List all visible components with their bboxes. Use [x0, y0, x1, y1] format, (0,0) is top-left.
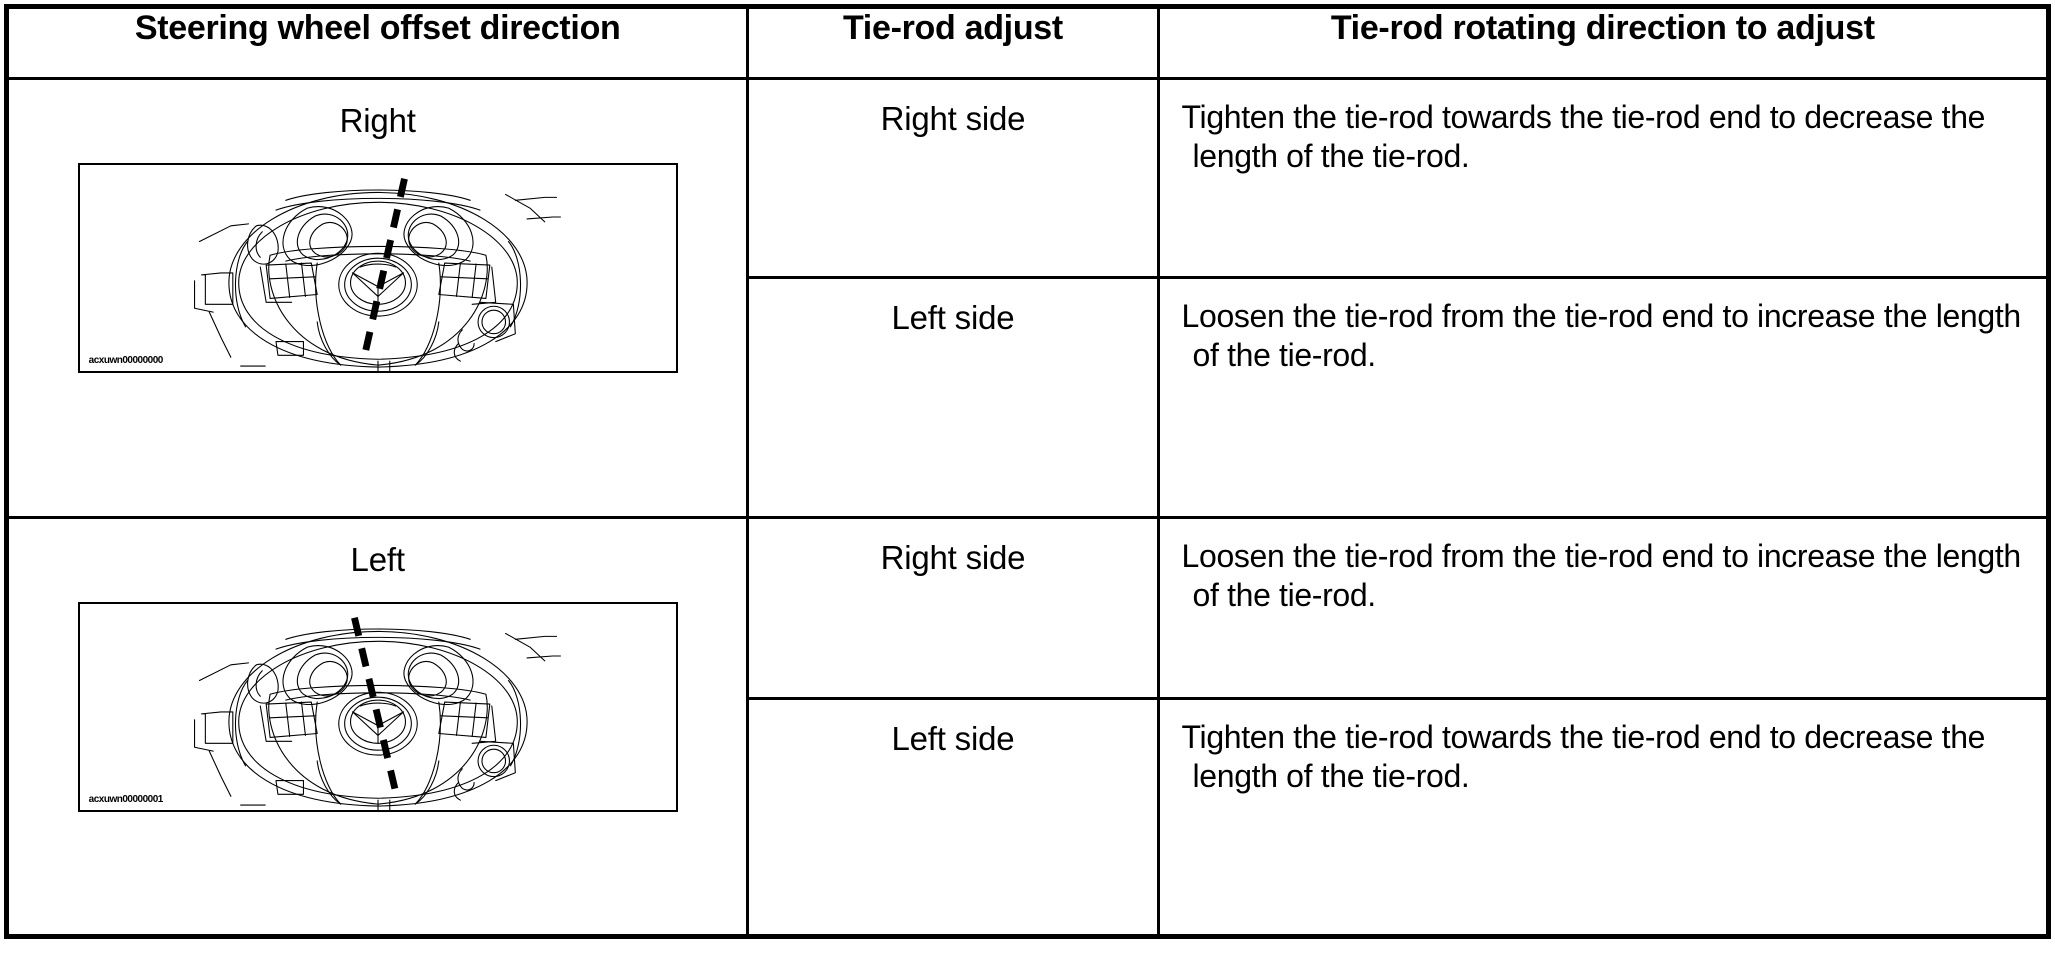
column-header-label: Steering wheel offset direction — [134, 9, 621, 47]
tie-rod-side-cell: Left side — [746, 276, 1160, 519]
direction-label: Right — [339, 102, 416, 139]
spec-table-page: Steering wheel offset direction Tie-rod … — [0, 4, 2055, 979]
tie-rod-side-label: Right side — [880, 539, 1026, 576]
direction-cell-left: Left — [4, 516, 750, 938]
column-header-label: Tie-rod adjust — [842, 9, 1063, 47]
steering-wheel-illustration — [193, 616, 561, 810]
tie-rod-direction-text: Loosen the tie-rod from the tie-rod end … — [1181, 298, 2022, 374]
tie-rod-adjustment-table: Steering wheel offset direction Tie-rod … — [4, 4, 2051, 939]
column-header-label: Tie-rod rotating direction to adjust — [1330, 9, 1875, 47]
table-body: Right — [4, 77, 2051, 938]
tie-rod-side-cell: Right side — [746, 77, 1160, 279]
tie-rod-side-label: Left side — [891, 299, 1015, 336]
table-row: Left side Tighten the tie-rod towards th… — [7, 697, 2051, 938]
steering-wheel-illustration — [193, 177, 561, 371]
tie-rod-direction-cell: Tighten the tie-rod towards the tie-rod … — [1156, 697, 2051, 938]
tie-rod-direction-text: Loosen the tie-rod from the tie-rod end … — [1181, 538, 2022, 614]
tie-rod-direction-text: Tighten the tie-rod towards the tie-rod … — [1181, 99, 1986, 175]
column-header-tie-rod-rotating-direction: Tie-rod rotating direction to adjust — [1156, 5, 2051, 80]
steering-wheel-figure-left: acxuwn00000001 — [77, 602, 678, 812]
offset-centre-line — [350, 616, 401, 801]
tie-rod-side-label: Left side — [891, 720, 1015, 757]
table-row: Left — [4, 516, 2051, 938]
offset-centre-line — [359, 177, 408, 362]
steering-wheel-figure-right: acxuwn00000000 — [77, 163, 678, 373]
table-row: Right — [4, 77, 2051, 519]
tie-rod-side-cell: Right side — [746, 516, 1160, 700]
direction-label: Left — [350, 541, 405, 578]
tie-rod-direction-cell: Loosen the tie-rod from the tie-rod end … — [1156, 276, 2051, 519]
tie-rod-direction-cell: Tighten the tie-rod towards the tie-rod … — [1156, 77, 2051, 279]
column-header-tie-rod-adjust: Tie-rod adjust — [746, 5, 1160, 80]
figure-code-label: acxuwn00000000 — [88, 355, 164, 366]
direction-cell-right: Right — [4, 77, 750, 519]
tie-rod-direction-cell: Loosen the tie-rod from the tie-rod end … — [1156, 516, 2051, 700]
tie-rod-side-cell: Left side — [746, 697, 1160, 938]
table-header: Steering wheel offset direction Tie-rod … — [4, 5, 2051, 80]
table-header-row: Steering wheel offset direction Tie-rod … — [4, 5, 2051, 80]
tie-rod-direction-text: Tighten the tie-rod towards the tie-rod … — [1181, 719, 1986, 795]
tie-rod-side-label: Right side — [880, 100, 1026, 137]
table-row: Left side Loosen the tie-rod from the ti… — [7, 276, 2051, 519]
column-header-steering-wheel-offset-direction: Steering wheel offset direction — [4, 5, 750, 80]
figure-code-label: acxuwn00000001 — [88, 794, 164, 805]
